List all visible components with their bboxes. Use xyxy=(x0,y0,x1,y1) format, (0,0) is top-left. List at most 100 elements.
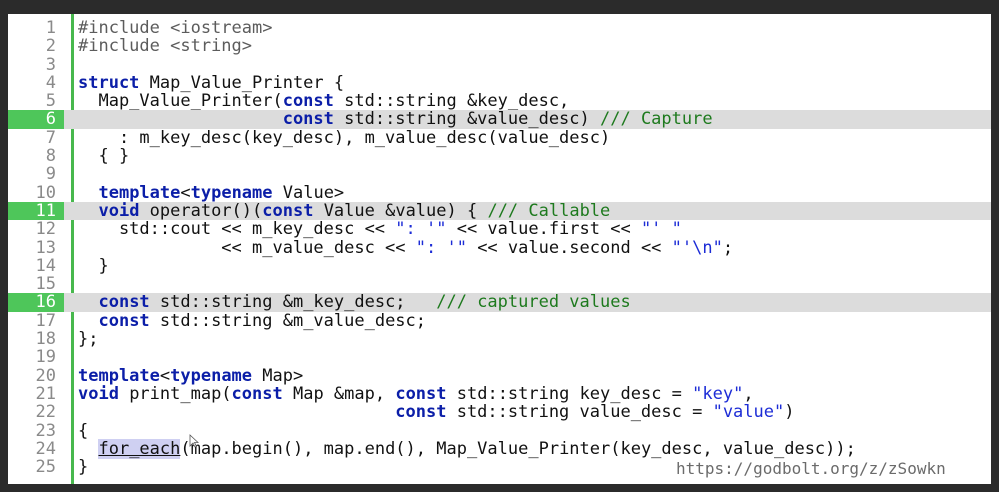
line-number: 3 xyxy=(45,54,56,75)
line-number: 9 xyxy=(45,164,56,185)
string-token: ": '" xyxy=(395,219,447,240)
code-line[interactable]: 2#include <string> xyxy=(8,36,991,57)
line-number: 4 xyxy=(45,72,56,93)
keyword-token: template xyxy=(98,182,181,203)
line-number: 15 xyxy=(35,274,56,295)
string-token: "' " xyxy=(640,219,682,240)
line-number: 25 xyxy=(35,457,56,478)
line-source: << m_value_desc << ": '" << value.second… xyxy=(78,237,733,258)
line-source: } xyxy=(78,458,88,476)
line-number: 23 xyxy=(35,420,56,441)
code-line[interactable]: 24 for_each(map.begin(), map.end(), Map_… xyxy=(8,438,991,459)
code-token: Map> xyxy=(252,365,304,386)
line-source: void print_map(const Map &map, const std… xyxy=(78,385,754,403)
code-line[interactable]: 9 xyxy=(8,164,991,185)
code-line[interactable]: 1 #include <iostream> xyxy=(8,18,991,38)
code-token: < xyxy=(159,365,171,386)
line-source: struct Map_Value_Printer { xyxy=(78,74,344,92)
keyword-token: template xyxy=(78,365,160,386)
code-token: std::string &m_key_desc; xyxy=(149,292,437,313)
keyword-token: const xyxy=(395,402,447,423)
line-number: 13 xyxy=(35,237,56,258)
code-token: (map.begin(), map.end(), Map_Value_Print… xyxy=(180,438,856,459)
code-token: ) xyxy=(784,402,795,423)
code-token xyxy=(78,402,395,422)
code-token xyxy=(78,311,98,331)
code-token: , xyxy=(743,383,754,404)
string-token: "key" xyxy=(692,383,744,404)
code-line[interactable]: 18}; xyxy=(8,330,991,349)
code-token: { } xyxy=(78,146,130,167)
code-line[interactable]: 7 : m_key_desc(key_desc), m_value_desc(v… xyxy=(8,127,991,148)
gutter-divider xyxy=(71,14,74,484)
line-number: 22 xyxy=(35,402,56,423)
highlighted-code-line[interactable]: 6 const std::string &value_desc) /// Cap… xyxy=(8,110,991,129)
keyword-token: struct xyxy=(78,72,140,93)
keyword-token: const xyxy=(395,383,447,404)
line-number: 21 xyxy=(35,383,56,404)
line-source: template<typename Value> xyxy=(78,184,344,202)
line-number: 7 xyxy=(45,127,56,148)
line-source: { } xyxy=(78,147,129,165)
code-token: { xyxy=(78,420,89,441)
code-token: std::string value_desc = xyxy=(446,402,713,423)
code-line[interactable]: 15 xyxy=(8,274,991,295)
line-number: 16 xyxy=(8,293,64,312)
line-source: Map_Value_Printer(const std::string &key… xyxy=(78,92,569,110)
code-token xyxy=(78,201,98,221)
line-number: 14 xyxy=(35,255,56,276)
code-line[interactable]: 5 Map_Value_Printer(const std::string &k… xyxy=(8,91,991,112)
line-number: 17 xyxy=(35,310,56,331)
code-token: } xyxy=(78,255,109,276)
preprocessor-token: #include <string> xyxy=(78,36,252,57)
code-line[interactable]: 22 const std::string value_desc = "value… xyxy=(8,402,991,423)
code-line[interactable]: 25} xyxy=(8,457,991,478)
line-number: 24 xyxy=(35,438,56,459)
preprocessor-token: #include <iostream> xyxy=(78,18,273,38)
string-token: "'\n" xyxy=(671,237,723,258)
godbolt-link[interactable]: https://godbolt.org/z/zSowkn xyxy=(672,459,950,478)
code-token xyxy=(78,292,98,312)
line-number: 11 xyxy=(8,202,64,220)
line-source: const std::string &value_desc) /// Captu… xyxy=(78,110,713,128)
code-token: Value> xyxy=(272,182,345,203)
highlighted-code-line[interactable]: 16 const std::string &m_key_desc; /// ca… xyxy=(8,292,991,313)
code-token xyxy=(78,439,98,459)
keyword-token: const xyxy=(98,292,150,313)
code-line[interactable]: 3 xyxy=(8,54,991,75)
line-number: 1 xyxy=(45,18,56,38)
code-line[interactable]: 14 } xyxy=(8,255,991,276)
code-line[interactable]: 23 { xyxy=(8,420,991,441)
code-token: std::string &key_desc, xyxy=(333,91,570,112)
line-source: for_each(map.begin(), map.end(), Map_Val… xyxy=(78,438,856,459)
code-token xyxy=(78,109,283,129)
code-token: : m_key_desc(key_desc), m_value_desc(val… xyxy=(78,127,611,148)
code-token: operator()( xyxy=(139,200,263,221)
code-line[interactable]: 21 void print_map(const Map &map, const s… xyxy=(8,383,991,404)
line-source: const std::string &m_value_desc; xyxy=(78,312,426,330)
highlighted-code-line[interactable]: 11 void operator()(const Value &value) {… xyxy=(8,202,991,220)
line-number: 5 xyxy=(45,91,56,112)
code-token: << value.second << xyxy=(466,237,672,258)
code-token: }; xyxy=(78,329,99,350)
code-line[interactable]: 19 xyxy=(8,348,991,367)
code-token: std::string key_desc = xyxy=(446,383,693,404)
code-line[interactable]: 17 const std::string &m_value_desc; xyxy=(8,310,991,331)
code-line[interactable]: 4 struct Map_Value_Printer { xyxy=(8,72,991,93)
code-line[interactable]: 13 << m_value_desc << ": '" << value.sec… xyxy=(8,237,991,258)
selected-token: for_each xyxy=(98,438,181,459)
keyword-token: const xyxy=(231,383,283,404)
keyword-token: const xyxy=(282,109,334,130)
line-number: 10 xyxy=(35,182,56,203)
code-line[interactable]: 10 template<typename Value> xyxy=(8,182,991,203)
line-source: : m_key_desc(key_desc), m_value_desc(val… xyxy=(78,129,610,147)
line-number: 12 xyxy=(35,219,56,240)
code-line[interactable]: 12 std::cout << m_key_desc << ": '" << v… xyxy=(8,219,991,240)
code-line[interactable]: 8 { } xyxy=(8,147,991,166)
keyword-token: void xyxy=(78,383,119,404)
line-source: } xyxy=(78,255,109,276)
line-source: }; xyxy=(78,330,98,348)
